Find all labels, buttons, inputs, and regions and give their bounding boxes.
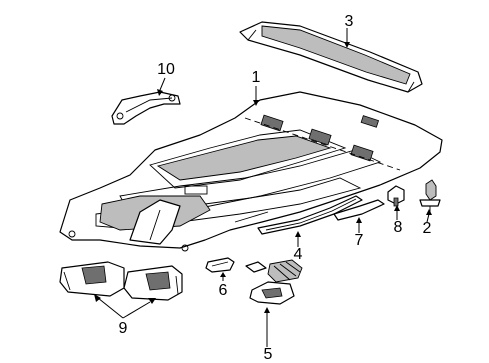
callout-6: 6 [218,282,228,299]
part-6-visor-clip [205,257,235,273]
callout-5: 5 [263,346,273,363]
part-2-screw [419,179,441,212]
callout-10: 10 [157,61,175,78]
callout-2: 2 [422,220,432,237]
part-8-clip [387,185,405,207]
part-7-rear-trim [333,199,385,221]
callout-9: 9 [118,320,128,337]
callout-1: 1 [251,69,261,86]
callout-7: 7 [354,232,364,249]
callout-8: 8 [393,219,403,236]
callout-3: 3 [344,13,354,30]
part-1-headliner [59,91,443,252]
part-3-roof-panel [239,21,423,93]
part-9-sun-visors [59,261,183,301]
part-10-grab-handle [111,91,181,125]
part-5-dome-lamp [245,259,303,305]
leader-lines [94,28,432,347]
callout-4: 4 [293,246,303,263]
part-4-side-trim [257,195,363,235]
